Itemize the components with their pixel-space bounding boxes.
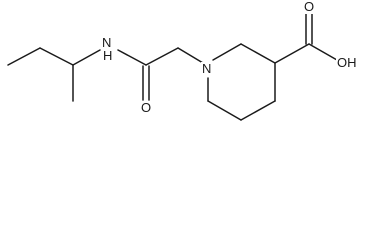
bond-ch-to-nh — [72, 49, 101, 66]
bond-ethyl-ch2 — [39, 47, 74, 66]
bond-ring-c4-c5 — [240, 100, 276, 121]
bond-nh-to-carbonyl — [117, 49, 147, 66]
bond-ring-c2-c3 — [240, 43, 276, 64]
amide-nitrogen-label: N — [101, 35, 113, 50]
bond-ch2-to-ring-n — [177, 47, 204, 64]
bond-c3-to-cooh — [274, 43, 310, 64]
amide-h-label: H — [102, 48, 114, 63]
bond-skeleton — [7, 13, 338, 121]
acid-carbonyl-oxygen-label: O — [303, 0, 316, 14]
bond-carbonyl-to-ch2 — [145, 47, 179, 66]
bond-acid-c-oh — [308, 43, 338, 61]
amide-carbonyl-oxygen-label: O — [140, 100, 153, 115]
bond-ethyl-ch3 — [7, 47, 41, 66]
bond-ring-n-c2 — [212, 43, 242, 61]
ring-nitrogen-label: N — [201, 61, 213, 76]
hydroxyl-label: OH — [336, 55, 358, 70]
structure-diagram: N H N OH O O — [7, 0, 358, 121]
bond-ring-c5-c6 — [207, 100, 242, 121]
